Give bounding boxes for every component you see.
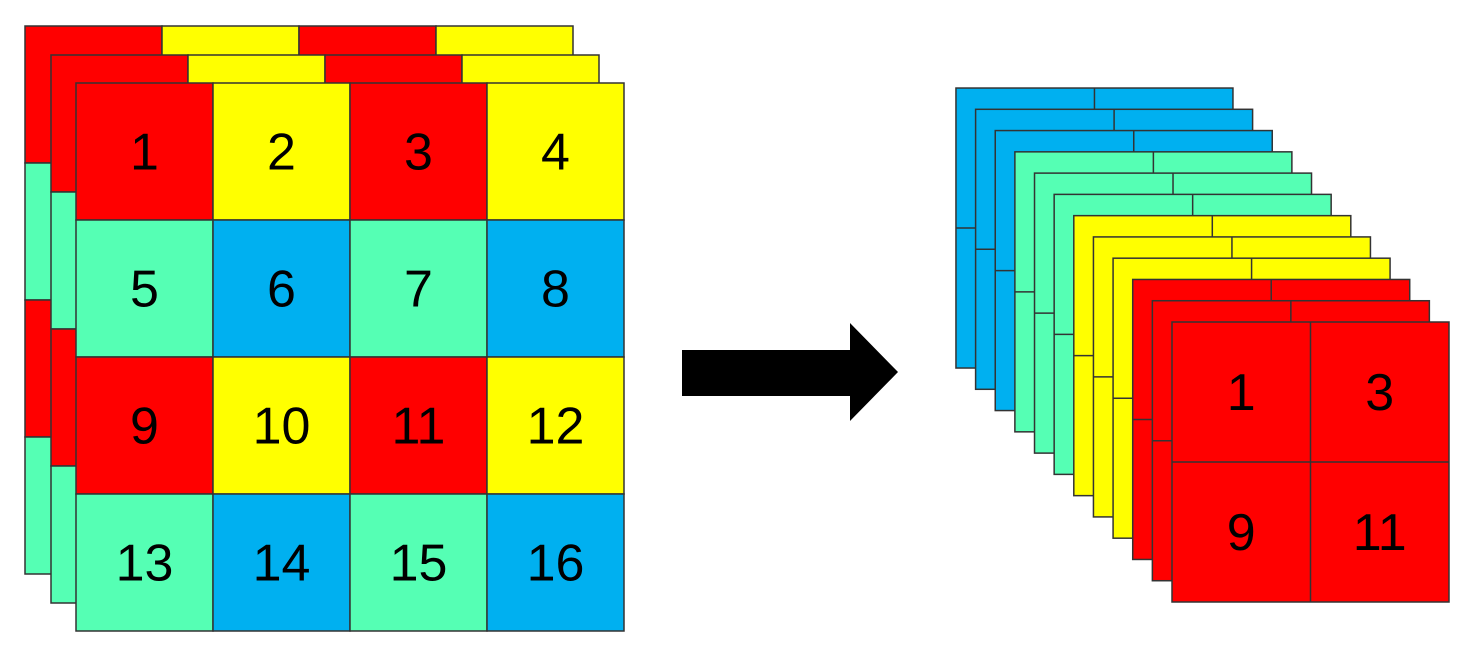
input-cell bbox=[349, 356, 488, 495]
right-arrow-icon bbox=[682, 323, 898, 421]
input-cell-label: 1 bbox=[130, 124, 159, 182]
input-cell-label: 8 bbox=[541, 261, 570, 319]
input-cell-label: 10 bbox=[253, 398, 311, 456]
input-cell-label: 6 bbox=[267, 261, 296, 319]
input-cell-label: 15 bbox=[390, 535, 448, 593]
input-cell-label: 4 bbox=[541, 124, 570, 182]
input-cell bbox=[349, 219, 488, 358]
input-cell bbox=[75, 493, 214, 632]
input-cell-label: 9 bbox=[130, 398, 159, 456]
output-front-layer: 1 3 9 11 bbox=[1171, 321, 1450, 603]
output-cell-label: 11 bbox=[1353, 504, 1407, 562]
input-cell bbox=[349, 82, 488, 221]
output-cell-label: 3 bbox=[1365, 364, 1394, 422]
input-cell bbox=[486, 219, 625, 358]
input-cell bbox=[212, 356, 351, 495]
input-cell-label: 3 bbox=[404, 124, 433, 182]
input-cell bbox=[75, 219, 214, 358]
input-cell-label: 14 bbox=[253, 535, 311, 593]
input-cell-label: 16 bbox=[527, 535, 585, 593]
output-channel-stack: 1 3 9 11 bbox=[955, 87, 1450, 603]
input-cell-label: 5 bbox=[130, 261, 159, 319]
input-cell-label: 2 bbox=[267, 124, 296, 182]
input-cell-label: 7 bbox=[404, 261, 433, 319]
transform-arrow bbox=[682, 323, 898, 421]
input-cell-label: 13 bbox=[116, 535, 174, 593]
input-cell bbox=[212, 493, 351, 632]
input-cell-label: 12 bbox=[527, 398, 585, 456]
input-cell bbox=[486, 82, 625, 221]
input-cell bbox=[212, 219, 351, 358]
input-cell bbox=[486, 356, 625, 495]
output-cell-label: 9 bbox=[1227, 504, 1256, 562]
output-cell-label: 1 bbox=[1227, 364, 1256, 422]
input-cell bbox=[486, 493, 625, 632]
input-cell-label: 11 bbox=[392, 398, 446, 456]
input-cell bbox=[349, 493, 488, 632]
